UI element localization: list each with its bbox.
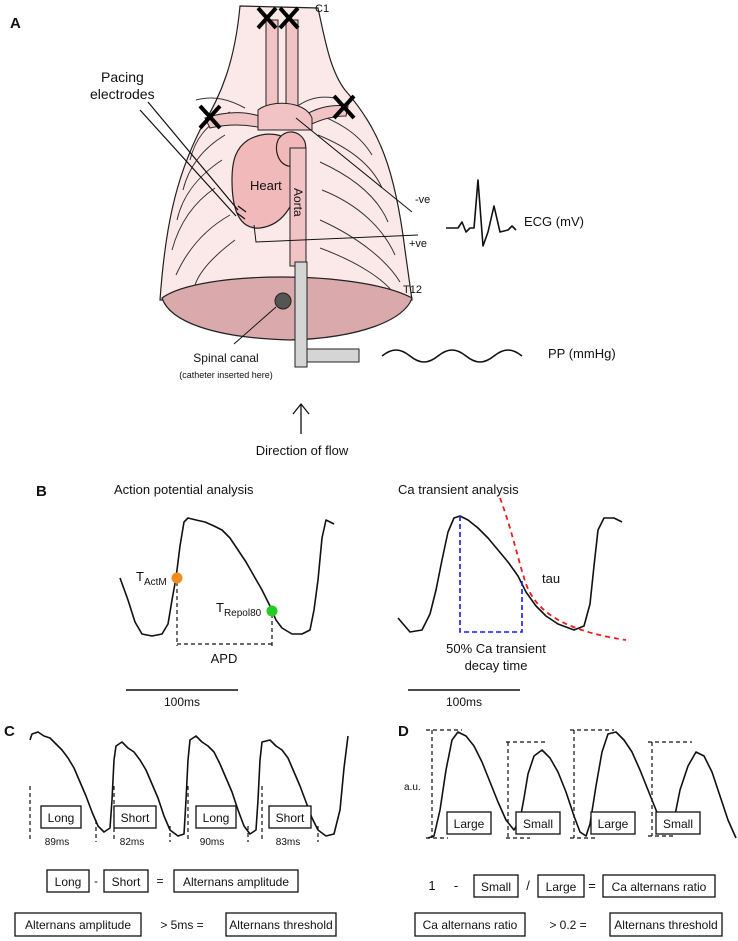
d-eq1-one: 1: [428, 878, 435, 893]
ca-trace: [397, 515, 623, 633]
heart: Heart: [231, 131, 307, 229]
d-beat-label-1: Large: [454, 817, 485, 831]
scale-left-label: 100ms: [164, 695, 200, 709]
d-beat-box-4: [655, 811, 701, 835]
t-repol80-label: TRepol80: [216, 600, 262, 619]
d-beat-label-4: Small: [663, 817, 693, 831]
aorta: Aorta: [289, 147, 307, 267]
d-beat-label-2: Small: [523, 817, 553, 831]
d-amplitude-dashes: [426, 729, 692, 839]
c-beat-box-4: [268, 805, 312, 829]
d-eq2-box-threshold: [609, 912, 723, 937]
d-au-label: a.u.: [404, 782, 421, 793]
t-repol80-marker: [266, 605, 278, 617]
pp-label: PP (mmHg): [548, 346, 616, 361]
apd-label: APD: [211, 651, 238, 666]
c-eq2-threshold: Alternans threshold: [229, 918, 332, 932]
t12-label: T12: [403, 284, 422, 296]
c-eq1-long: Long: [55, 875, 82, 889]
tau-label: tau: [542, 571, 560, 586]
c-eq1-box-long: [46, 869, 90, 893]
c-beat-box-1: [40, 805, 82, 829]
decay-label-line2: decay time: [465, 658, 528, 673]
ap-analysis-title: Action potential analysis: [114, 482, 254, 497]
c-beat-label-1: Long: [48, 811, 75, 825]
scale-right-label: 100ms: [446, 695, 482, 709]
d-beat-box-2: [515, 811, 561, 835]
ecg-label: ECG (mV): [524, 214, 584, 229]
ecg-trace: [446, 179, 517, 247]
c-eq1-result: Alternans amplitude: [183, 875, 289, 889]
c-beat-ms-3: 90ms: [200, 837, 224, 848]
flow-arrow: [292, 402, 310, 434]
d-eq1-small: Small: [481, 880, 511, 894]
ca-analysis-title: Ca transient analysis: [398, 482, 519, 497]
d-eq2-box-ratio: [414, 912, 526, 937]
d-eq1-equals: =: [588, 878, 596, 893]
panel-d-label: D: [398, 723, 409, 740]
c-eq1-minus: -: [94, 874, 98, 888]
c1-label: C1: [315, 3, 329, 15]
pacing-label-line2: electrodes: [90, 86, 155, 102]
t-actm-label: TActM: [136, 569, 167, 588]
pp-trace: [381, 349, 523, 363]
c-eq1-box-result: [173, 869, 299, 893]
c-eq2-amplitude: Alternans amplitude: [25, 918, 131, 932]
d-eq1-large: Large: [546, 880, 577, 894]
panel-c-label: C: [4, 723, 15, 740]
spinal-canal-label: Spinal canal: [193, 351, 258, 365]
c-eq2-box-threshold: [225, 912, 337, 937]
d-beat-box-1: [446, 811, 492, 835]
c-apd-dashes: [29, 786, 319, 842]
great-vessels: [204, 19, 349, 131]
c-beat-label-3: Long: [203, 811, 230, 825]
aorta-label: Aorta: [291, 188, 305, 217]
ligation-marks: [198, 6, 356, 130]
pacing-electrodes: [139, 101, 247, 220]
catheter: [294, 261, 360, 368]
panel-b-label: B: [36, 483, 47, 500]
d-eq1-box-large: [537, 874, 585, 898]
panel-a-label: A: [10, 15, 21, 32]
ecg-positive-label: +ve: [409, 238, 427, 250]
d-eq1-result: Ca alternans ratio: [612, 880, 707, 894]
decay-time-bracket: [459, 516, 523, 633]
c-beat-box-2: [113, 805, 157, 829]
c-beat-ms-4: 83ms: [276, 837, 300, 848]
d-eq1-box-result: [602, 874, 716, 898]
d-ca-trace: [427, 731, 737, 839]
c-eq2-operator: > 5ms =: [160, 918, 203, 932]
d-eq2-operator: > 0.2 =: [549, 918, 586, 932]
ecg-negative-label: -ve: [415, 194, 430, 206]
tau-fit-curve: [499, 497, 627, 641]
spinal-canal-note: (catheter inserted here): [179, 370, 273, 380]
d-eq2-ratio: Ca alternans ratio: [423, 918, 518, 932]
d-eq1-divide: /: [526, 878, 530, 893]
t-actm-marker: [171, 572, 183, 584]
d-beat-box-3: [590, 811, 636, 835]
c-eq1-short: Short: [112, 875, 141, 889]
d-eq1-minus: -: [454, 878, 458, 893]
spinal-canal-marker: [274, 292, 292, 310]
spinal-leader-line: [233, 306, 277, 345]
heart-label: Heart: [250, 178, 282, 193]
d-beat-label-3: Large: [598, 817, 629, 831]
pacing-label-line1: Pacing: [101, 69, 144, 85]
c-eq1-equals: =: [156, 874, 163, 888]
c-beat-ms-1: 89ms: [45, 837, 69, 848]
ap-trace: [119, 517, 335, 637]
c-beat-box-3: [195, 805, 237, 829]
c-ap-trace: [29, 731, 349, 837]
c-beat-ms-2: 82ms: [120, 837, 144, 848]
c-eq1-box-short: [103, 869, 149, 893]
direction-of-flow-label: Direction of flow: [256, 443, 349, 458]
c-beat-label-2: Short: [121, 811, 150, 825]
c-eq2-box-amplitude: [14, 912, 142, 937]
decay-label-line1: 50% Ca transient: [446, 641, 546, 656]
ecg-leads: [253, 117, 419, 243]
c-beat-label-4: Short: [276, 811, 305, 825]
d-eq2-threshold: Alternans threshold: [614, 918, 717, 932]
d-eq1-box-small: [473, 874, 519, 898]
